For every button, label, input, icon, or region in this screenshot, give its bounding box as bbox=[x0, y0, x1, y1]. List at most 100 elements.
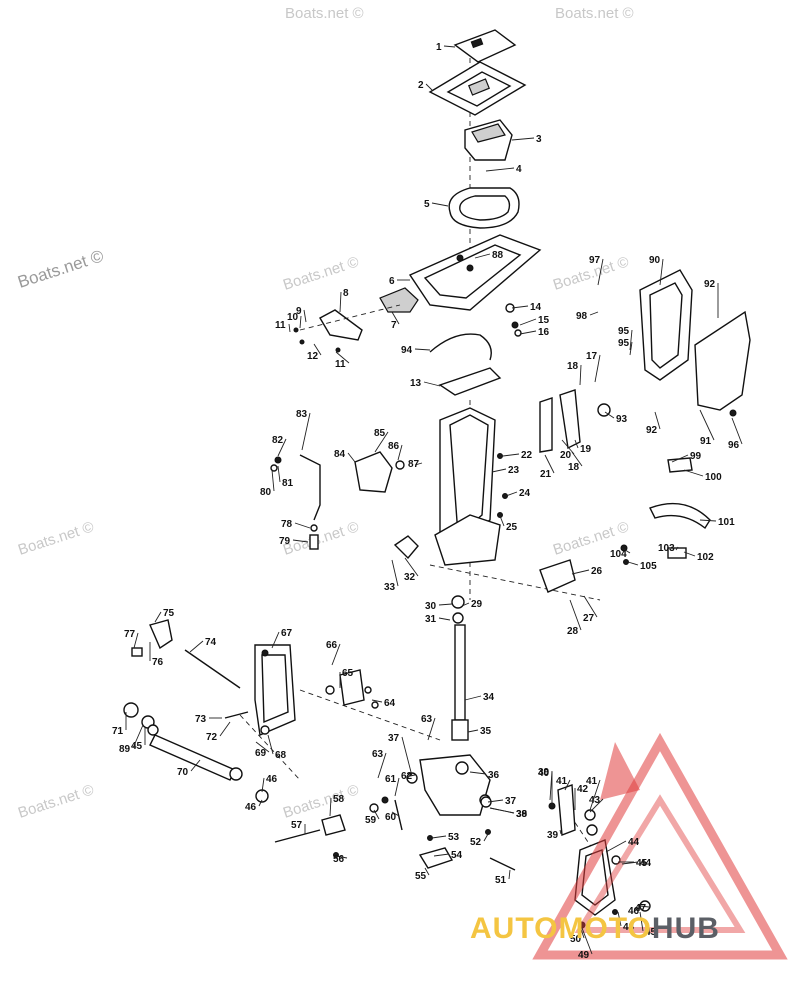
callout-number: 66 bbox=[326, 640, 338, 651]
callout-leader-line bbox=[699, 409, 715, 441]
callout-leader-line bbox=[373, 809, 380, 820]
callout-number: 9 bbox=[296, 306, 302, 317]
callout-number: 52 bbox=[470, 837, 482, 848]
callout-number: 64 bbox=[384, 698, 396, 709]
callout-number: 68 bbox=[275, 750, 287, 761]
callout-number: 39 bbox=[547, 830, 559, 841]
callout-leader-line bbox=[617, 911, 622, 927]
callout-number: 29 bbox=[471, 599, 483, 610]
callout-number: 95 bbox=[618, 338, 630, 349]
steering-tube bbox=[454, 624, 466, 721]
callout-number: 70 bbox=[177, 767, 189, 778]
callout-leader-line bbox=[133, 632, 139, 649]
callout-leader-line bbox=[313, 343, 322, 356]
callout-leader-line bbox=[438, 617, 451, 621]
callout-number: 18 bbox=[568, 462, 580, 473]
callout-leader-line bbox=[505, 491, 518, 497]
brand-part1: AUTOMOTO bbox=[470, 912, 652, 945]
callout-leader-line bbox=[519, 330, 537, 335]
callout-leader-line bbox=[483, 833, 489, 842]
callout-leader-line bbox=[583, 595, 598, 618]
callout-number: 84 bbox=[334, 449, 346, 460]
bumper bbox=[667, 457, 693, 473]
callout-leader-line bbox=[605, 840, 627, 853]
callout-leader-line bbox=[571, 451, 583, 467]
callout-number: 18 bbox=[567, 361, 579, 372]
callout-leader-line bbox=[589, 798, 604, 813]
callout-number: 55 bbox=[415, 871, 427, 882]
tilt-tube bbox=[149, 734, 236, 781]
callout-number: 44 bbox=[640, 858, 652, 869]
callout-leader-line bbox=[404, 557, 419, 577]
cover-plate bbox=[694, 310, 751, 411]
callout-number: 89 bbox=[119, 744, 131, 755]
callout-number: 74 bbox=[205, 637, 217, 648]
callout-number: 91 bbox=[700, 436, 712, 447]
callout-number: 102 bbox=[697, 552, 714, 563]
plate-gasket bbox=[438, 367, 502, 396]
pin-50 bbox=[489, 857, 516, 871]
callout-leader-line bbox=[627, 561, 639, 566]
callout-number: 23 bbox=[508, 465, 520, 476]
callout-leader-line bbox=[461, 602, 470, 607]
callout-leader-line bbox=[604, 411, 615, 419]
mount-bracket bbox=[319, 309, 363, 341]
housing-base bbox=[434, 514, 501, 566]
callout-leader-line bbox=[581, 927, 593, 955]
callout-number: 4 bbox=[516, 164, 522, 175]
anode-block bbox=[393, 535, 419, 560]
driveshaft-housing bbox=[354, 389, 611, 566]
callout-leader-line bbox=[401, 736, 413, 777]
strip-21 bbox=[539, 397, 553, 453]
callout-number: 95 bbox=[618, 326, 630, 337]
watermark-text: Boats.net © bbox=[281, 253, 361, 293]
callout-number: 40 bbox=[538, 768, 550, 779]
watermark-text: Boats.net © bbox=[285, 5, 364, 22]
callout-leader-line bbox=[574, 439, 579, 449]
callout-number: 63 bbox=[421, 714, 433, 725]
callout-leader-line bbox=[329, 797, 332, 817]
callout-leader-line bbox=[255, 741, 270, 753]
callout-number: 41 bbox=[556, 776, 568, 787]
bracket-26 bbox=[539, 559, 576, 593]
rubber-mount bbox=[379, 287, 419, 313]
callout-leader-line bbox=[292, 539, 309, 543]
callout-number: 45 bbox=[645, 927, 657, 938]
callout-leader-line bbox=[374, 431, 389, 453]
callout-leader-line bbox=[277, 465, 281, 483]
callout-leader-line bbox=[299, 315, 302, 329]
callout-leader-line bbox=[499, 515, 505, 527]
callout-number: 100 bbox=[705, 472, 722, 483]
callout-number: 32 bbox=[404, 572, 416, 583]
watermark-text: Boats.net © bbox=[555, 5, 634, 22]
callout-leader-line bbox=[571, 569, 590, 575]
clip-57 bbox=[321, 814, 346, 836]
callout-leader-line bbox=[414, 462, 423, 466]
callout-leader-line bbox=[335, 855, 348, 859]
callout-leader-line bbox=[485, 167, 515, 172]
callout-number: 8 bbox=[343, 288, 349, 299]
side-mount bbox=[354, 451, 393, 493]
callout-leader-line bbox=[508, 869, 511, 880]
callout-leader-line bbox=[549, 770, 553, 801]
callout-number: 49 bbox=[578, 950, 590, 961]
callout-number: 44 bbox=[628, 837, 640, 848]
callout-leader-line bbox=[564, 779, 571, 791]
callout-leader-line bbox=[579, 364, 582, 386]
tilt-lever bbox=[149, 619, 173, 650]
callout-leader-line bbox=[391, 311, 400, 325]
bushing-35 bbox=[451, 719, 469, 741]
screw-73 bbox=[224, 711, 249, 719]
callout-number: 22 bbox=[521, 450, 533, 461]
callout-number: 34 bbox=[483, 692, 495, 703]
callout-number: 7 bbox=[391, 320, 397, 331]
callout-leader-line bbox=[639, 911, 644, 932]
callout-leader-line bbox=[189, 640, 204, 653]
callout-leader-line bbox=[431, 202, 449, 207]
callout-leader-line bbox=[427, 717, 436, 741]
callout-number: 105 bbox=[640, 561, 657, 572]
callout-labels: 1234567891011121113141516171819202118222… bbox=[112, 42, 743, 961]
callout-leader-line bbox=[502, 453, 520, 457]
callout-leader-line bbox=[261, 777, 265, 793]
callout-leader-line bbox=[561, 439, 575, 455]
